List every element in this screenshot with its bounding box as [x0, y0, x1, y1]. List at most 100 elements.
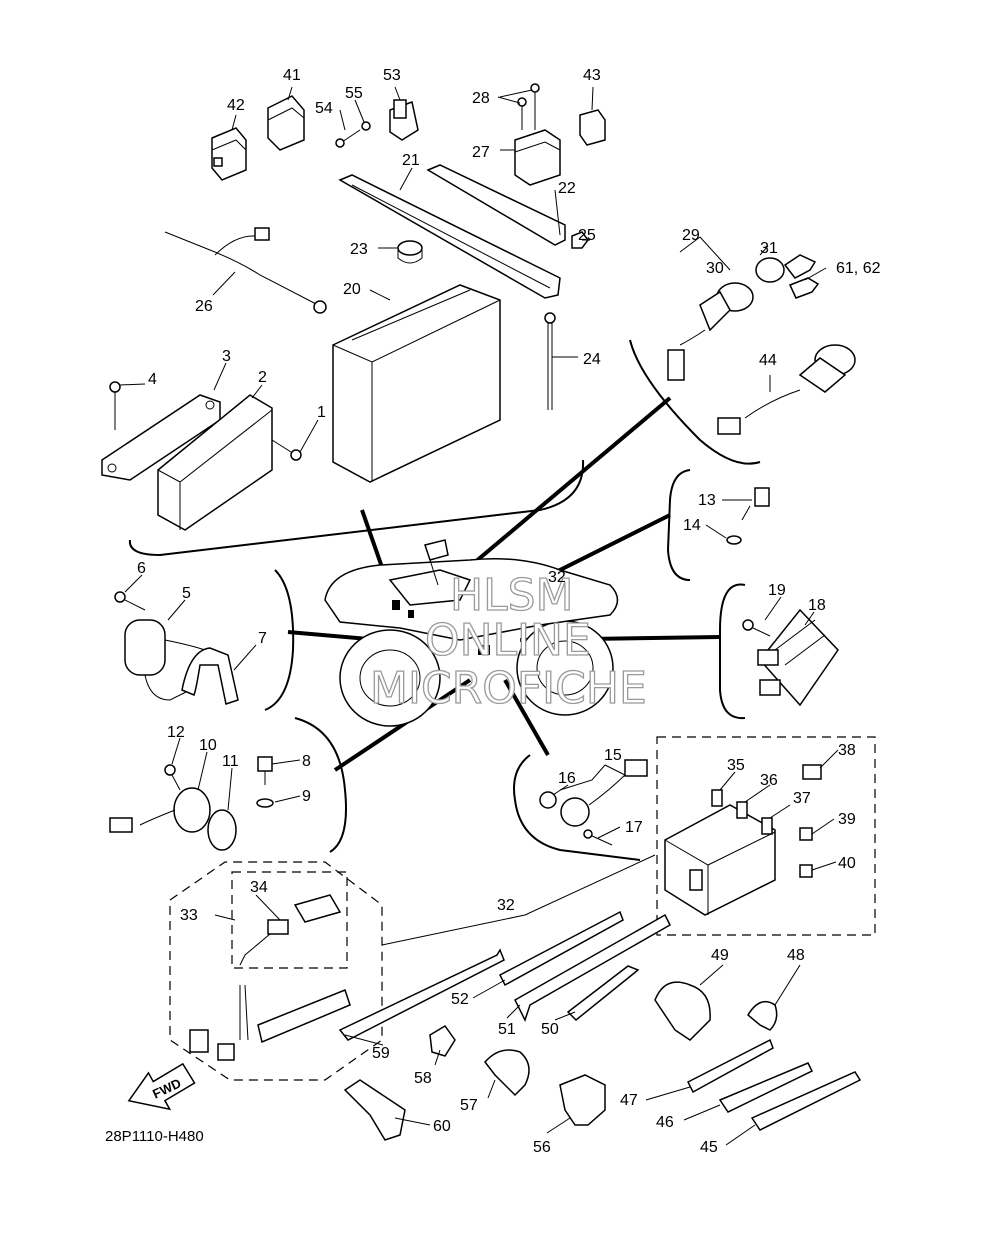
bolt-54 — [335, 129, 361, 148]
callout-19: 19 — [768, 582, 786, 599]
callout-26: 26 — [195, 298, 213, 315]
callout-39: 39 — [838, 811, 856, 828]
callout-48: 48 — [787, 947, 805, 964]
callout-33: 33 — [180, 907, 198, 924]
callout-30: 30 — [706, 260, 724, 277]
callout-10: 10 — [199, 737, 217, 754]
callout-18: 18 — [808, 597, 826, 614]
fuse-box-32 — [664, 804, 776, 916]
callout-6: 6 — [137, 560, 146, 577]
screw-17 — [583, 829, 613, 846]
cable-tie-52 — [499, 910, 624, 987]
callout-41: 41 — [283, 67, 301, 84]
bolt-19 — [742, 619, 771, 637]
callout-57: 57 — [460, 1097, 478, 1114]
lead-34 — [239, 894, 342, 966]
gear-sensor-15 — [560, 759, 648, 827]
callout-34: 34 — [250, 879, 268, 896]
callout-56: 56 — [533, 1139, 551, 1156]
connector-43 — [579, 109, 606, 146]
fuse-40 — [799, 864, 813, 878]
cable-tie-47 — [686, 1038, 774, 1094]
ecu-2 — [157, 394, 273, 531]
callout-40: 40 — [838, 855, 856, 872]
power-socket-44 — [717, 344, 856, 435]
fwd-arrow-icon: FWD — [127, 1062, 196, 1111]
diagram-code: 28P1110-H480 — [105, 1128, 204, 1145]
callout-50: 50 — [541, 1021, 559, 1038]
callout-31: 31 — [760, 240, 778, 257]
callout-3: 3 — [222, 348, 231, 365]
harness-group-outline — [169, 861, 383, 1081]
left-sensor-group-boundary — [294, 717, 347, 853]
callout-35: 35 — [727, 757, 745, 774]
main-switch-30 — [667, 282, 754, 381]
callout-28: 28 — [472, 90, 490, 107]
switch-8 — [257, 756, 273, 785]
callout-36: 36 — [760, 772, 778, 789]
callout-58: 58 — [414, 1070, 432, 1087]
cable-tie-45 — [750, 1071, 862, 1131]
bolt-6 — [114, 591, 146, 611]
fuse-box-group-outline — [656, 736, 876, 936]
callout-29: 29 — [682, 227, 700, 244]
rectifier-group-boundary — [719, 583, 746, 720]
negative-lead-26 — [164, 227, 327, 314]
fuses-35-36-37 — [711, 789, 773, 835]
clamp-49 — [654, 981, 711, 1041]
gasket-9 — [256, 798, 274, 808]
callout-20: 20 — [343, 281, 361, 298]
battery-band-21 — [338, 174, 561, 299]
callout-55: 55 — [345, 85, 363, 102]
battery-cover-22 — [426, 164, 566, 246]
watermark-line-3: MICROFICHE — [370, 663, 647, 714]
callout-61-62: 61, 62 — [836, 260, 881, 277]
callout-38: 38 — [838, 742, 856, 759]
callout-51: 51 — [498, 1021, 516, 1038]
callout-11: 11 — [222, 753, 239, 770]
callout-8: 8 — [302, 753, 311, 770]
callout-21: 21 — [402, 152, 420, 169]
sensor-group-boundary — [666, 469, 691, 581]
watermark: HLSM ONLINE MICROFICHE — [369, 569, 647, 714]
callout-54: 54 — [315, 100, 333, 117]
nut-25 — [571, 231, 589, 249]
callout-17: 17 — [625, 819, 643, 836]
callout-46: 46 — [656, 1114, 674, 1131]
callout-24: 24 — [583, 351, 601, 368]
callout-16: 16 — [558, 770, 576, 787]
clamp-56 — [559, 1074, 606, 1126]
o-ring-11 — [207, 809, 237, 851]
plug-cap-7 — [181, 647, 239, 705]
relay-27 — [514, 129, 561, 186]
bolt-4 — [109, 381, 121, 430]
callout-52: 52 — [451, 991, 469, 1008]
relay-42 — [211, 127, 247, 181]
callout-2: 2 — [258, 369, 267, 386]
cable-tie-50 — [566, 965, 640, 1022]
clamp-60 — [343, 1079, 406, 1141]
callout-25: 25 — [578, 227, 596, 244]
watermark-line-1: HLSM — [450, 570, 574, 621]
callout-23: 23 — [350, 241, 368, 258]
callout-32-bottom: 32 — [497, 897, 515, 914]
callout-15: 15 — [604, 747, 622, 764]
callout-47: 47 — [620, 1092, 638, 1109]
callout-labels: 41 42 53 54 55 28 43 27 21 22 23 25 29 3… — [137, 67, 881, 1156]
callout-43: 43 — [583, 67, 601, 84]
callout-59: 59 — [372, 1045, 390, 1062]
callout-37: 37 — [793, 790, 811, 807]
callout-42: 42 — [227, 97, 245, 114]
callout-45: 45 — [700, 1139, 718, 1156]
callout-leaders — [119, 86, 839, 1146]
starter-relay-53 — [389, 99, 419, 141]
callout-22: 22 — [558, 180, 576, 197]
damper-23 — [397, 240, 423, 264]
keys-61-62 — [783, 254, 820, 299]
bolt-12 — [164, 764, 181, 791]
fuse-39 — [799, 827, 813, 841]
gasket-14 — [726, 535, 742, 545]
callout-12: 12 — [167, 724, 185, 741]
washer-55 — [361, 121, 371, 131]
